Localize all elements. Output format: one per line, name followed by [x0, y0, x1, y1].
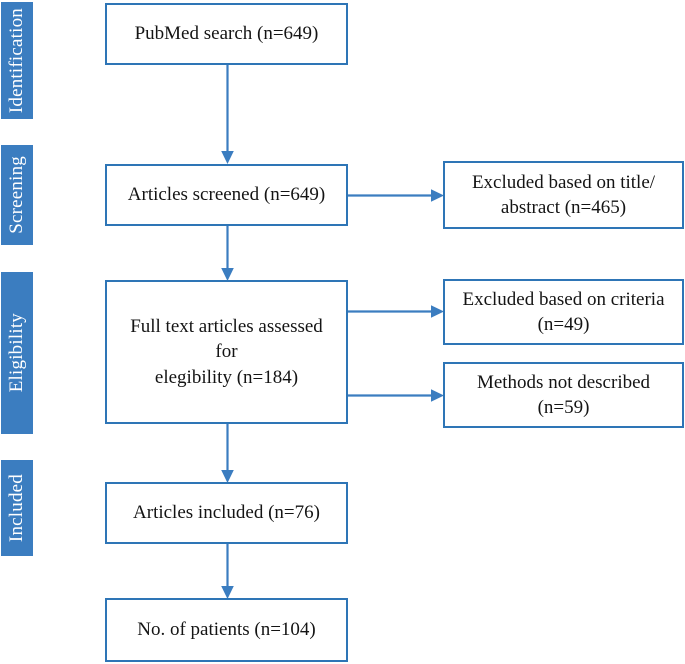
box-articles-included-text: Articles included (n=76) [133, 502, 320, 524]
stage-bar-included: Included [1, 460, 33, 556]
connector-pubmed-to-screened [218, 65, 238, 165]
stage-label-identification: Identification [6, 7, 27, 114]
connector-fulltext-to-included [218, 424, 238, 484]
stage-bar-screening: Screening [1, 145, 33, 245]
box-methods-not-described-text: Methods not described (n=59) [476, 371, 651, 418]
connector-included-to-patients [218, 544, 238, 600]
box-no-of-patients-text: No. of patients (n=104) [137, 619, 316, 641]
connector-fulltext-to-methods [348, 386, 445, 406]
stage-label-included: Included [6, 473, 27, 543]
connector-screened-to-excluded [348, 186, 445, 206]
box-methods-not-described: Methods not described (n=59) [443, 362, 684, 428]
box-no-of-patients: No. of patients (n=104) [105, 598, 348, 662]
connector-screened-to-fulltext [218, 226, 238, 282]
box-full-text-assessed-text: Full text articles assessed for elegibil… [130, 316, 323, 388]
box-excluded-criteria: Excluded based on criteria (n=49) [443, 279, 684, 345]
box-full-text-assessed: Full text articles assessed for elegibil… [105, 280, 348, 424]
box-pubmed-search: PubMed search (n=649) [105, 3, 348, 65]
box-excluded-title-abstract: Excluded based on title/ abstract (n=465… [443, 161, 684, 229]
box-articles-screened-text: Articles screened (n=649) [127, 184, 326, 206]
stage-bar-identification: Identification [1, 2, 33, 119]
box-excluded-criteria-text: Excluded based on criteria (n=49) [462, 288, 665, 335]
stage-bar-eligibility: Eligibility [1, 272, 33, 434]
box-pubmed-search-text: PubMed search (n=649) [134, 23, 319, 45]
box-articles-included: Articles included (n=76) [105, 482, 348, 544]
connector-fulltext-to-criteria [348, 302, 445, 322]
stage-label-screening: Screening [6, 156, 27, 234]
box-articles-screened: Articles screened (n=649) [105, 164, 348, 226]
stage-label-eligibility: Eligibility [6, 313, 27, 393]
box-excluded-title-abstract-text: Excluded based on title/ abstract (n=465… [471, 171, 656, 218]
